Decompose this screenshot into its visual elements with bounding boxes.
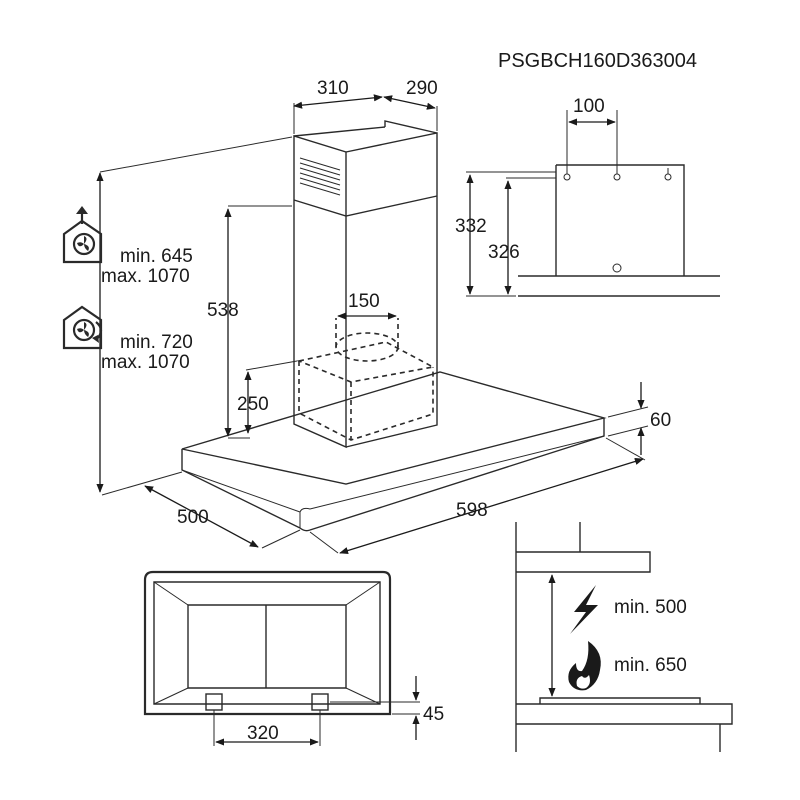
hood-main-view [181, 120, 607, 532]
model-code: PSGBCH160D363004 [498, 50, 697, 72]
hob-clearance-detail [515, 522, 733, 752]
dimension-310: 310 [293, 78, 383, 134]
svg-text:326: 326 [488, 242, 520, 263]
svg-text:320: 320 [247, 723, 279, 744]
installation-height-dimension [96, 136, 293, 493]
vent-slots [299, 157, 341, 196]
hood-underside-view: 320 45 [143, 570, 444, 746]
svg-text:45: 45 [423, 704, 444, 725]
svg-text:150: 150 [348, 291, 380, 312]
dimension-538: 538 [207, 205, 292, 439]
svg-text:332: 332 [455, 216, 487, 237]
recirculation-min: min. 720 [120, 332, 193, 353]
svg-text:60: 60 [650, 410, 671, 431]
extraction-min: min. 645 [120, 246, 193, 267]
svg-text:250: 250 [237, 394, 269, 415]
dimension-598: 598 [309, 437, 646, 555]
dimension-250: 250 [237, 360, 298, 434]
electric-min: min. 500 [614, 597, 687, 618]
flame-icon [568, 641, 601, 691]
dimension-60: 60 [607, 382, 671, 455]
house-extraction-fan-icon [62, 206, 103, 264]
svg-text:310: 310 [317, 78, 349, 99]
keyhole-slots [563, 168, 672, 273]
dimension-150: 150 [337, 291, 397, 320]
house-recirculation-fan-icon [62, 305, 103, 350]
svg-text:598: 598 [456, 500, 488, 521]
svg-text:538: 538 [207, 300, 239, 321]
dimension-290: 290 [383, 78, 438, 131]
recirculation-max: max. 1070 [101, 352, 190, 373]
wall-bracket-detail: 100 332 326 [455, 96, 720, 297]
gas-min: min. 650 [614, 655, 687, 676]
svg-text:500: 500 [177, 507, 209, 528]
svg-text:100: 100 [573, 96, 605, 117]
dimension-500: 500 [101, 471, 301, 549]
filter-box-dashed [296, 318, 436, 441]
svg-text:290: 290 [406, 78, 438, 99]
lightning-icon [570, 585, 598, 634]
extraction-max: max. 1070 [101, 266, 190, 287]
